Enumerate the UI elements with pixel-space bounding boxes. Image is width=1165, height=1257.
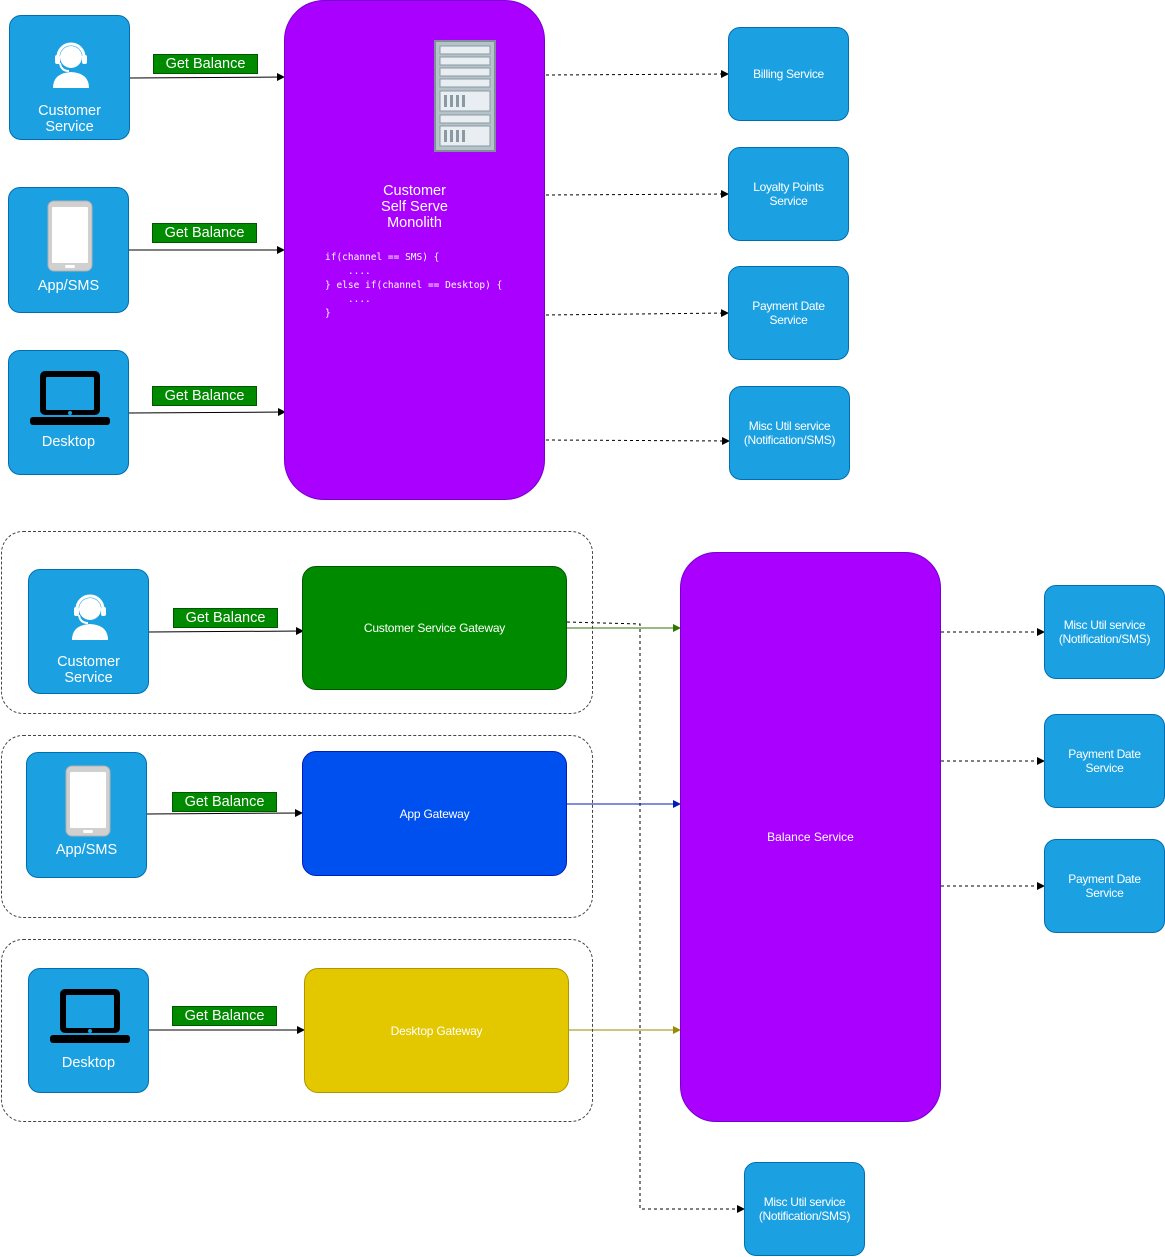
- top-client-customer-service[interactable]: Customer Service: [9, 15, 130, 140]
- payment-date-service[interactable]: Payment Date Service: [1044, 839, 1165, 933]
- desktop-gateway[interactable]: Desktop Gateway: [304, 968, 569, 1093]
- top-client-app-sms[interactable]: App/SMS: [8, 187, 129, 313]
- get-balance-label: Get Balance: [152, 223, 257, 243]
- edge-monolith-to-misc: [545, 436, 730, 445]
- bottom-client-app-sms[interactable]: App/SMS: [26, 752, 147, 878]
- get-balance-label: Get Balance: [173, 608, 278, 628]
- client-label: Desktop: [61, 1055, 116, 1071]
- edge-monolith-to-loyalty: [545, 190, 729, 199]
- client-label: Customer Service: [57, 654, 120, 686]
- payment-date-service[interactable]: Payment Date Service: [728, 266, 849, 360]
- edge-app-to-app-gateway: [146, 809, 303, 818]
- misc-util-service[interactable]: Misc Util service (Notification/SMS): [729, 386, 850, 480]
- client-label: App/SMS: [37, 278, 100, 294]
- get-balance-label: Get Balance: [153, 54, 258, 74]
- bottom-client-customer-service[interactable]: Customer Service: [28, 569, 149, 694]
- customer-service-group: [1, 531, 593, 714]
- edge-cs-gateway-to-misc: [566, 621, 745, 1213]
- billing-service[interactable]: Billing Service: [728, 27, 849, 121]
- client-label: App/SMS: [55, 842, 118, 858]
- app-gateway[interactable]: App Gateway: [302, 751, 567, 876]
- client-label: Desktop: [41, 434, 96, 450]
- get-balance-label: Get Balance: [172, 1006, 277, 1026]
- laptop-icon: [50, 989, 130, 1043]
- app-group: [1, 735, 593, 918]
- payment-date-service[interactable]: Payment Date Service: [1044, 714, 1165, 808]
- edge-cs-to-cs-gateway: [148, 627, 304, 636]
- smartphone-icon: [47, 200, 93, 272]
- headset-agent-icon: [53, 42, 89, 88]
- top-client-desktop[interactable]: Desktop: [8, 350, 129, 475]
- customer-service-gateway[interactable]: Customer Service Gateway: [302, 566, 567, 690]
- loyalty-points-service[interactable]: Loyalty Points Service: [728, 147, 849, 241]
- edge-monolith-to-payment: [545, 309, 729, 318]
- get-balance-label: Get Balance: [172, 792, 277, 812]
- get-balance-label: Get Balance: [152, 386, 257, 406]
- edge-desktop-to-monolith: [128, 408, 286, 417]
- edge-cs-to-monolith: [129, 73, 285, 82]
- monolith-title: Customer Self Serve Monolith: [381, 183, 448, 231]
- balance-service[interactable]: Balance Service: [680, 552, 941, 1122]
- smartphone-icon: [65, 765, 111, 837]
- headset-agent-icon: [72, 594, 108, 640]
- server-rack-icon: [434, 40, 496, 152]
- edge-monolith-to-billing: [545, 70, 729, 79]
- client-label: Customer Service: [38, 103, 101, 135]
- bottom-client-desktop[interactable]: Desktop: [28, 968, 149, 1093]
- laptop-icon: [30, 371, 110, 425]
- gateway-misc-util-service[interactable]: Misc Util service (Notification/SMS): [744, 1162, 865, 1256]
- customer-self-serve-monolith[interactable]: Customer Self Serve Monolith if(channel …: [284, 0, 545, 500]
- monolith-code: if(channel == SMS) { .... } else if(chan…: [325, 252, 503, 319]
- desktop-group: [1, 939, 593, 1122]
- misc-util-service[interactable]: Misc Util service (Notification/SMS): [1044, 585, 1165, 679]
